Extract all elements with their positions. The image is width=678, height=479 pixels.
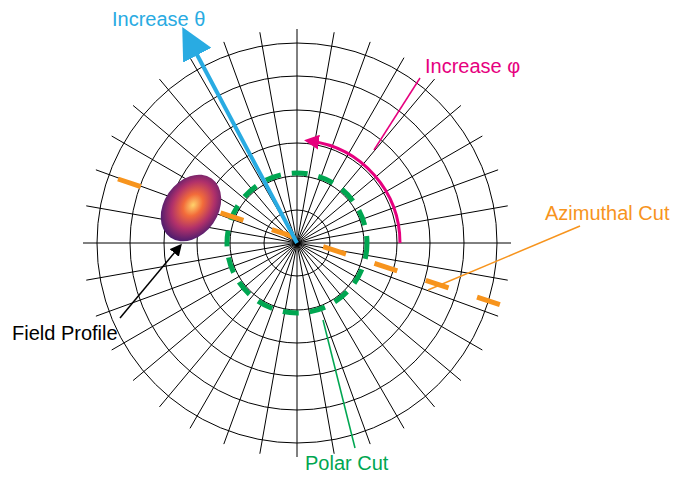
phi-arc: [310, 141, 400, 243]
leader-line: [428, 226, 580, 290]
grid-spoke: [297, 206, 508, 243]
leader-line: [374, 78, 420, 150]
grid-spoke: [297, 105, 461, 243]
theta-arrow: [186, 34, 297, 243]
field-profile: [148, 163, 234, 253]
grid-spoke: [297, 243, 334, 454]
grid-spoke: [297, 29, 298, 243]
theta-label: Increase θ: [112, 8, 205, 30]
grid-spoke: [297, 243, 482, 350]
leader-arrow: [120, 246, 180, 318]
grid-spoke: [86, 243, 297, 280]
grid-spoke: [297, 58, 404, 243]
grid-spoke: [297, 243, 435, 407]
grid-spoke: [83, 243, 297, 244]
field-profile-label: Field Profile: [12, 322, 118, 344]
azimuthal-cut-label: Azimuthal Cut: [545, 202, 670, 224]
grid-spoke: [297, 243, 511, 244]
phi-label: Increase φ: [425, 55, 520, 77]
grid-spoke: [190, 243, 297, 428]
grid-spoke: [133, 243, 297, 381]
grid-spoke: [297, 243, 298, 457]
polar-cut-label: Polar Cut: [305, 452, 388, 474]
grid: [83, 29, 511, 457]
leader-line: [323, 320, 355, 448]
